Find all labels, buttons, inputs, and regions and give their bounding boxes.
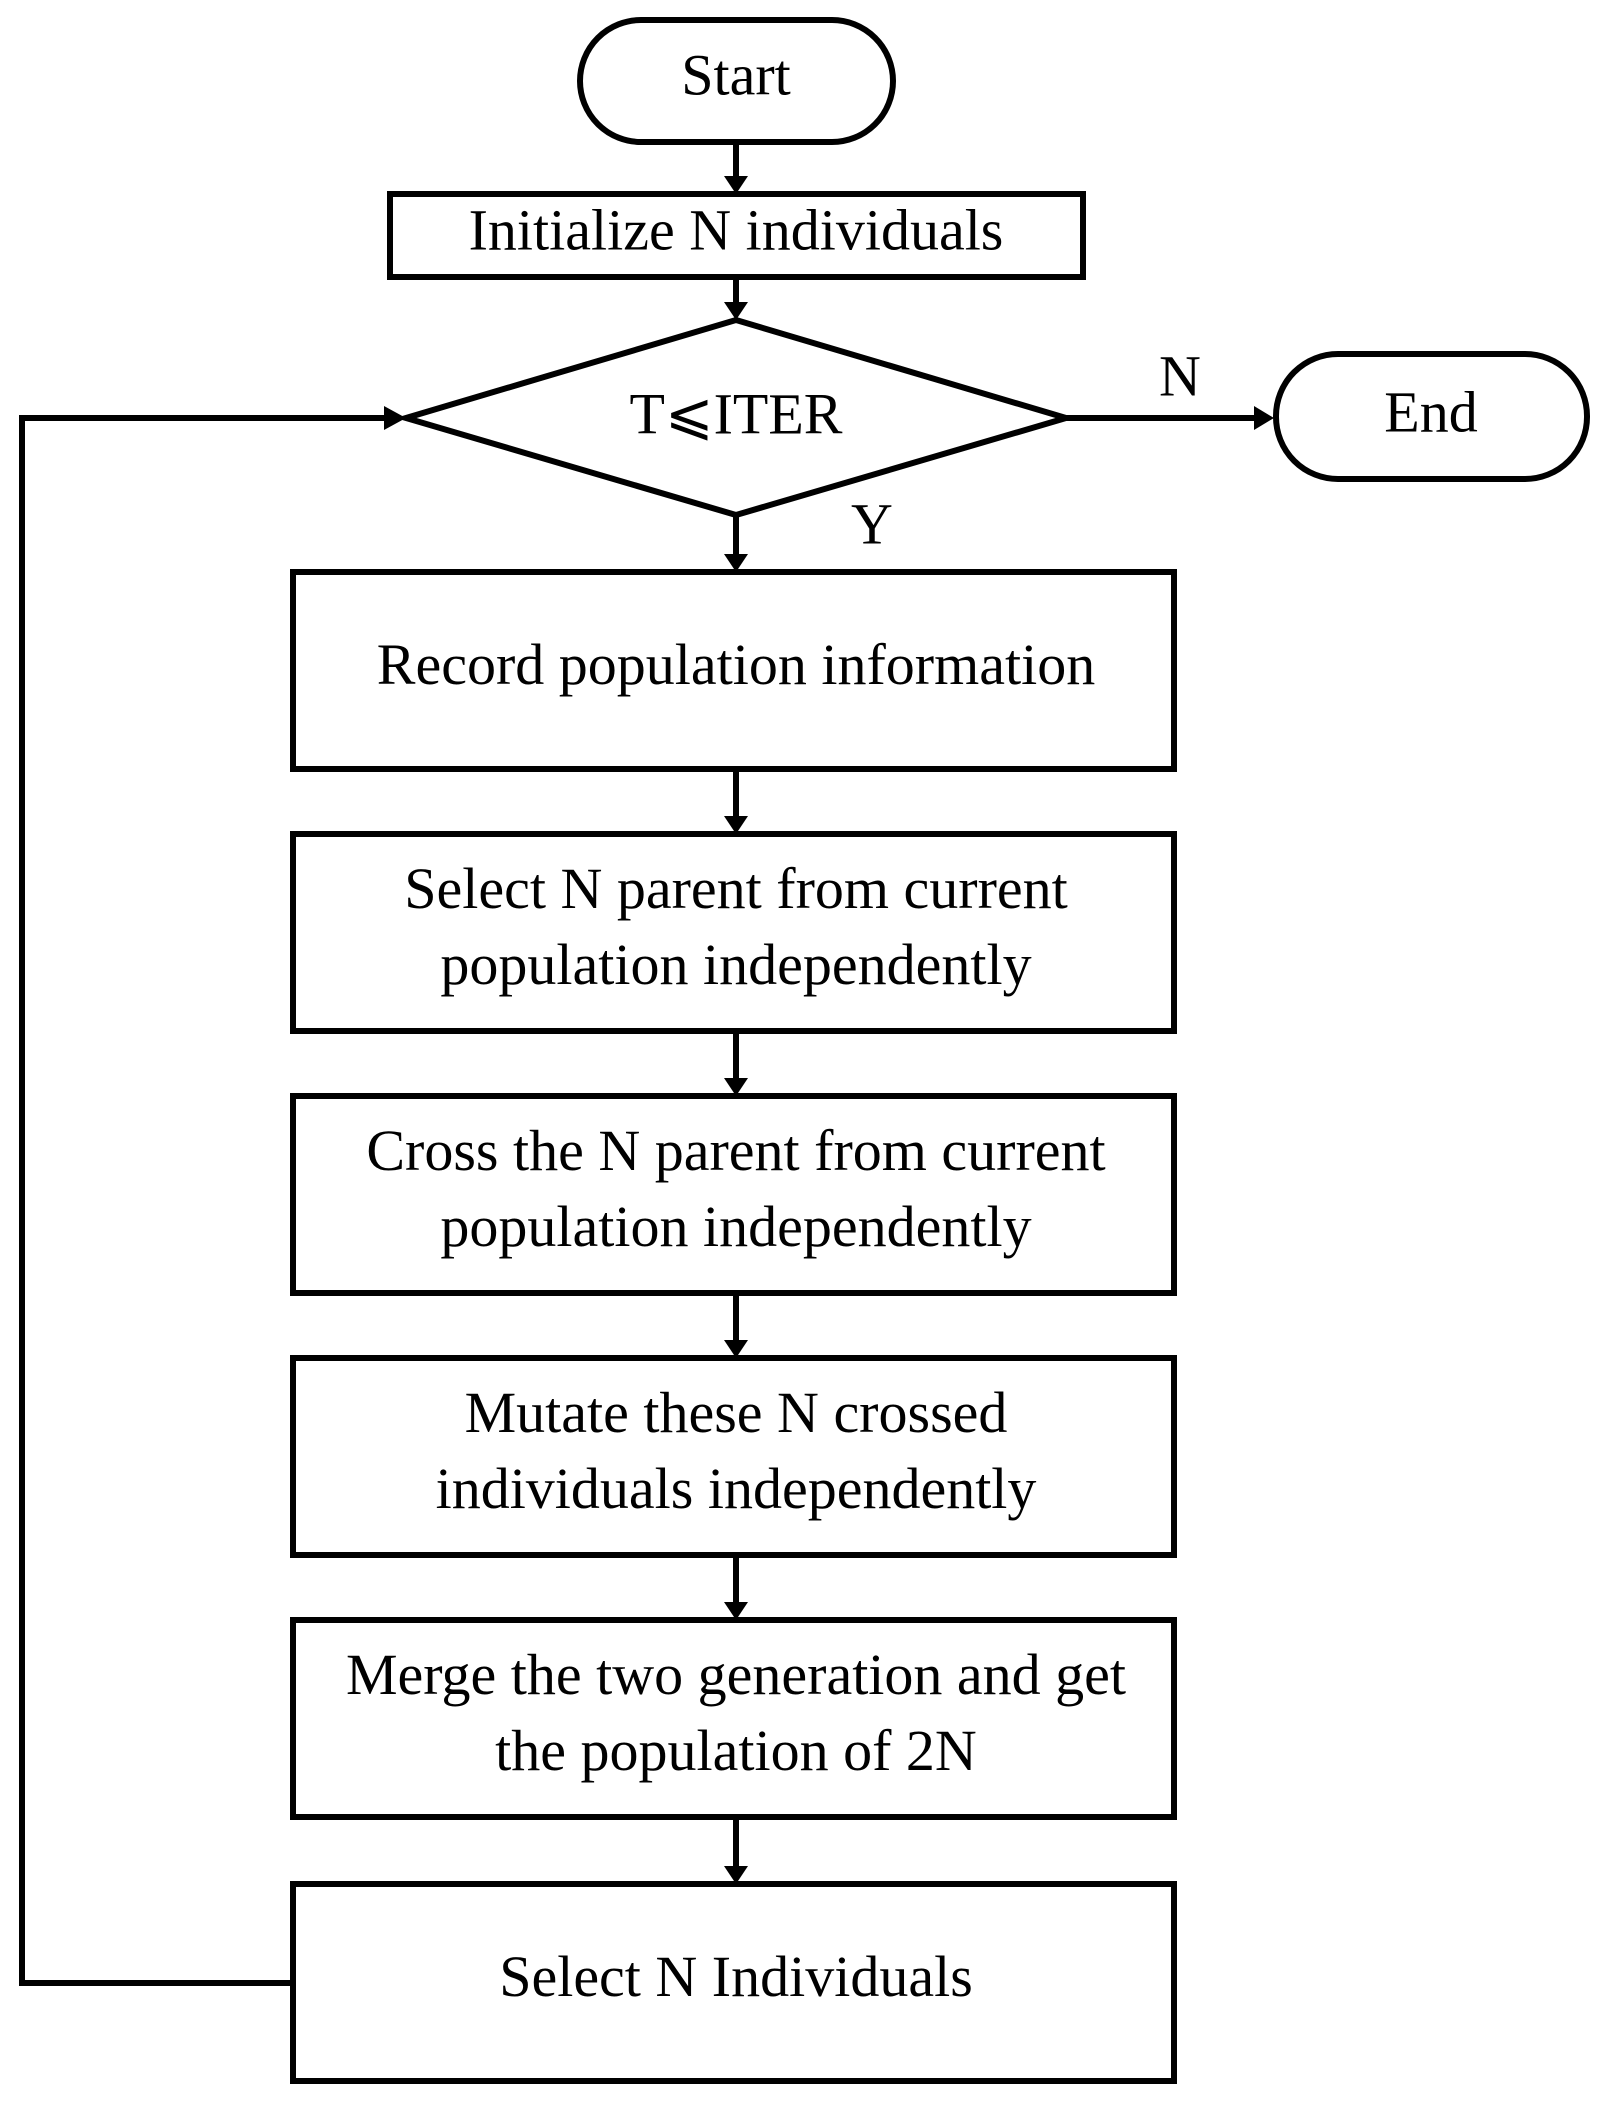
step-3-label-line-2: population independently <box>440 1194 1031 1259</box>
step-box-1 <box>290 569 1177 772</box>
init-box <box>387 191 1086 280</box>
step-4-label-line-1: Mutate these N crossed <box>465 1380 1008 1445</box>
condition-label: T⩽ITER <box>630 381 843 446</box>
loop-back-arrowhead <box>384 406 406 430</box>
step-2-label-line-1: Select N parent from current <box>404 856 1068 921</box>
arrowhead-decision-to-end <box>1254 406 1274 430</box>
arrowhead-step-4-to-5 <box>724 1602 748 1620</box>
start-label: Start <box>681 42 791 107</box>
arrowhead-init-to-decision <box>724 302 748 320</box>
step-box-6 <box>290 1881 1177 2084</box>
step-2-label-line-2: population independently <box>440 932 1031 997</box>
step-box-4 <box>290 1355 1177 1558</box>
step-box-5 <box>290 1617 1177 1820</box>
arrowhead-start-to-init <box>724 176 748 194</box>
step-box-3 <box>290 1093 1177 1296</box>
step-6-label-line-1: Select N Individuals <box>499 1944 973 2009</box>
arrowhead-step-5-to-6 <box>724 1866 748 1884</box>
arrowhead-step-1-to-2 <box>724 816 748 834</box>
loop-back-line <box>19 415 386 1986</box>
arrowhead-step-2-to-3 <box>724 1078 748 1096</box>
arrowhead-step-3-to-4 <box>724 1340 748 1358</box>
step-1-label-line-1: Record population information <box>377 632 1095 697</box>
end-terminal <box>1273 351 1590 482</box>
init-label: Initialize N individuals <box>469 197 1004 262</box>
yes-branch-label: Y <box>851 491 893 556</box>
step-box-2 <box>290 831 1177 1034</box>
step-3-label-line-1: Cross the N parent from current <box>366 1118 1105 1183</box>
arrowhead-decision-to-step1 <box>724 554 748 572</box>
step-5-label-line-2: the population of 2N <box>495 1718 977 1783</box>
no-branch-label: N <box>1159 343 1201 408</box>
step-5-label-line-1: Merge the two generation and get <box>346 1642 1126 1707</box>
end-label: End <box>1384 379 1477 444</box>
step-4-label-line-2: individuals independently <box>436 1456 1037 1521</box>
